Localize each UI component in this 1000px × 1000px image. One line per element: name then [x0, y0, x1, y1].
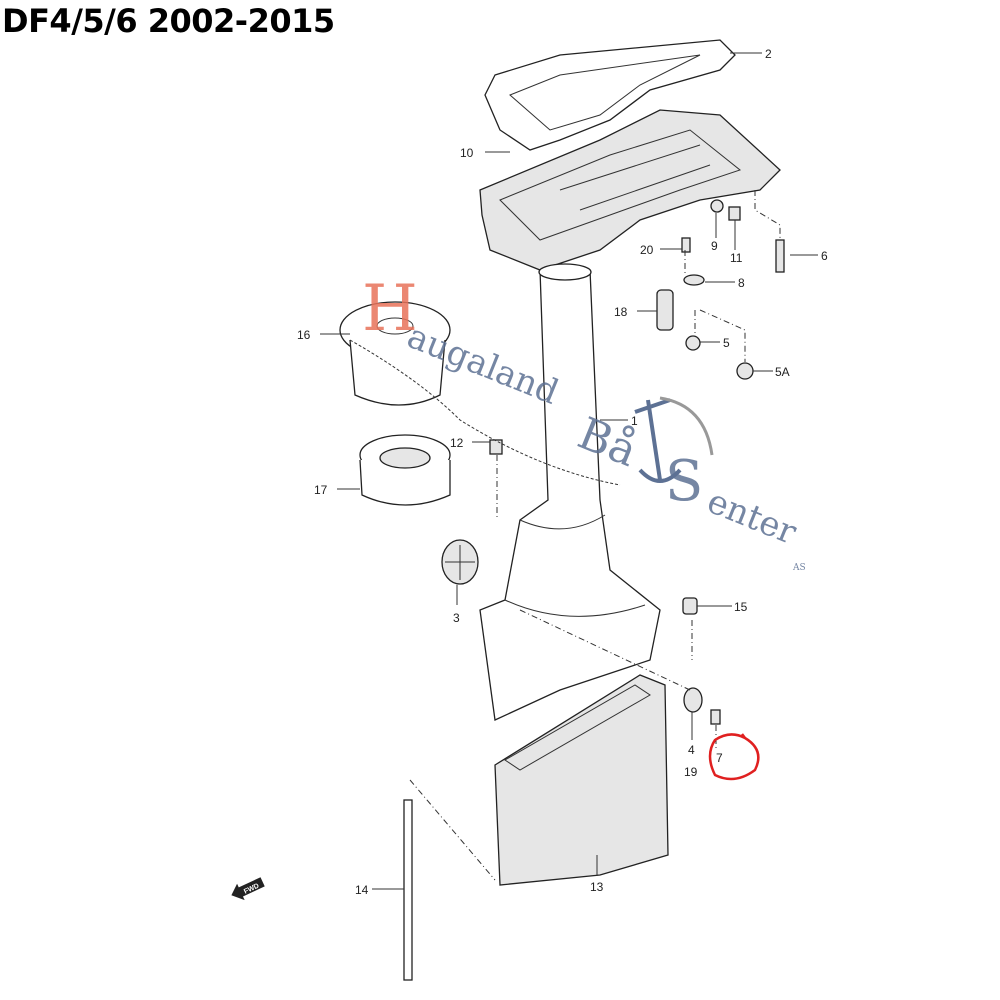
- part-2-gasket[interactable]: [484, 39, 736, 151]
- forward-arrow-icon: FWD: [231, 877, 265, 901]
- page-title: DF4/5/6 2002-2015: [2, 2, 335, 40]
- label-18[interactable]: 18: [614, 305, 628, 319]
- part-10-housing[interactable]: [479, 109, 781, 271]
- label-8[interactable]: 8: [738, 276, 745, 290]
- label-5[interactable]: 5: [723, 336, 730, 350]
- label-4[interactable]: 4: [688, 743, 695, 757]
- part-18: [656, 289, 674, 331]
- part-5a: [736, 362, 754, 380]
- part-4: [683, 687, 703, 713]
- part-8: [683, 274, 705, 286]
- highlight-circle: [708, 733, 760, 781]
- leader-lines: [320, 52, 818, 890]
- small-parts: [403, 199, 785, 981]
- label-6[interactable]: 6: [821, 249, 828, 263]
- svg-text:enter: enter: [702, 481, 803, 553]
- label-20[interactable]: 20: [640, 243, 654, 257]
- label-11[interactable]: 11: [730, 251, 743, 265]
- part-12: [489, 439, 503, 455]
- part-16[interactable]: [339, 301, 451, 406]
- part-9: [710, 199, 724, 213]
- part-14: [403, 799, 413, 981]
- label-16[interactable]: 16: [297, 328, 311, 342]
- svg-text:AS: AS: [792, 563, 806, 573]
- label-3[interactable]: 3: [453, 611, 460, 625]
- svg-text:H: H: [362, 272, 418, 346]
- anchor-icon: [634, 398, 682, 483]
- label-1[interactable]: 1: [631, 414, 638, 428]
- part-11: [728, 206, 741, 221]
- label-2[interactable]: 2: [765, 47, 772, 61]
- label-5a[interactable]: 5A: [775, 365, 790, 379]
- label-10[interactable]: 10: [460, 146, 474, 160]
- part-6: [775, 239, 785, 273]
- part-17[interactable]: [359, 434, 451, 506]
- part-13-cover[interactable]: [494, 674, 669, 886]
- part-15: [682, 597, 698, 615]
- label-7[interactable]: 7: [716, 751, 723, 765]
- label-19[interactable]: 19: [684, 765, 698, 779]
- part-labels: 2 10 9 11 20 6 8 18 5 5A 16 1 12 17 3 15…: [297, 47, 828, 897]
- label-15[interactable]: 15: [734, 600, 748, 614]
- part-7: [710, 709, 721, 725]
- label-12[interactable]: 12: [450, 436, 464, 450]
- label-9[interactable]: 9: [711, 239, 718, 253]
- label-14[interactable]: 14: [355, 883, 369, 897]
- label-13[interactable]: 13: [590, 880, 604, 894]
- part-20: [681, 237, 691, 253]
- part-5: [685, 335, 701, 351]
- svg-text:S: S: [665, 449, 703, 514]
- label-17[interactable]: 17: [314, 483, 328, 497]
- part-3[interactable]: [441, 539, 479, 585]
- part-1-driveshaft-housing[interactable]: [479, 263, 661, 721]
